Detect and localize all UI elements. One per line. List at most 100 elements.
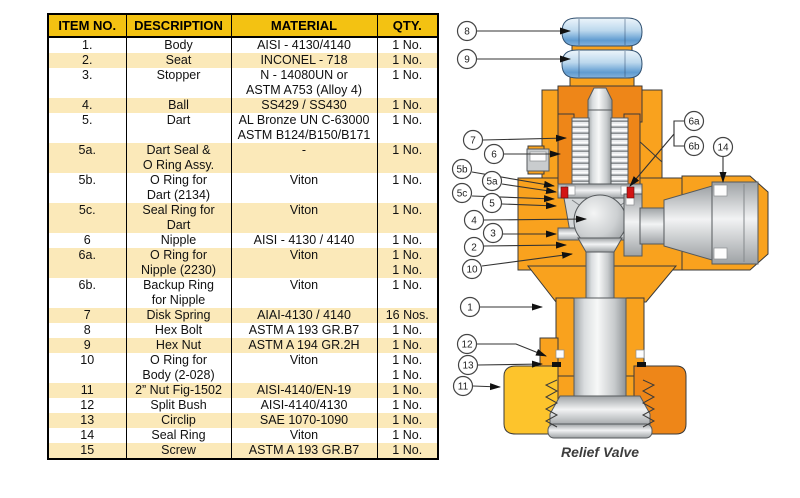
- leader-line: [629, 120, 684, 187]
- thread-left: [544, 379, 559, 428]
- callout-2: 2: [463, 236, 567, 258]
- bush-notch-left: [555, 349, 565, 359]
- bush-notch-right: [635, 349, 645, 359]
- balloon-circle: [457, 354, 479, 376]
- balloon-circle: [459, 296, 481, 318]
- seal-ring-groove-bottom: [713, 247, 728, 260]
- cell-qty: 1 No.1 No.: [376, 248, 438, 278]
- cell-item-no: 6b.: [78, 278, 96, 292]
- balloon-circle: [456, 20, 478, 42]
- balloon-label: 6: [491, 150, 497, 161]
- cell-qty: 1 No.: [376, 443, 438, 459]
- balloon-circle: [481, 192, 503, 214]
- cell-qty: 1 No.: [376, 53, 438, 68]
- seal-ring-groove-top: [713, 184, 728, 197]
- leader-line: [482, 134, 567, 142]
- leader-line: [483, 215, 587, 223]
- cell-material: Viton: [230, 278, 377, 308]
- balloon-label: 3: [490, 229, 496, 240]
- cell-qty: 1 No.1 No.: [376, 353, 438, 383]
- callout-7: 7: [462, 129, 567, 151]
- table-row: 5a.Dart Seal &O Ring Assy.-1 No.: [48, 143, 438, 173]
- cell-material: AISI-4140/4130: [230, 398, 377, 413]
- cell-item-no: 4.: [82, 98, 93, 112]
- cell-qty: 1 No.: [376, 428, 438, 443]
- cell-material: Viton: [230, 428, 377, 443]
- diagram-caption: Relief Valve: [560, 444, 640, 460]
- cell-qty: 1 No.: [376, 323, 438, 338]
- balloon-label: 8: [464, 27, 470, 38]
- col-header-item-no: ITEM NO.: [48, 14, 126, 38]
- cell-qty: 1 No.: [376, 173, 438, 203]
- cell-description: Hex Nut: [125, 338, 231, 353]
- callout-5b: 5b: [451, 158, 555, 188]
- cell-item-no: 3.: [82, 68, 93, 82]
- thread-right: [641, 379, 656, 428]
- cell-material: AISI - 4130/4140: [230, 37, 377, 53]
- balloon-label: 13: [462, 361, 474, 372]
- cell-qty: 1 No.: [376, 98, 438, 113]
- cell-qty: 1 No.: [376, 68, 438, 98]
- cell-item-no: 9: [83, 338, 91, 352]
- internals: [526, 87, 759, 439]
- cell-item-no: 6: [83, 233, 91, 247]
- cell-qty: 1 No.: [376, 413, 438, 428]
- cell-description: Stopper: [125, 68, 231, 98]
- balloon-circle: [456, 48, 478, 70]
- balloon-label: 6b: [688, 142, 700, 153]
- balloon-circle: [451, 158, 473, 180]
- balloon-label: 5: [489, 199, 495, 210]
- cell-item-no: 14: [80, 428, 95, 442]
- cell-material: AIAI-4130 / 4140: [230, 308, 377, 323]
- cell-qty: 1 No.: [376, 113, 438, 143]
- cell-qty: 16 Nos.: [376, 308, 438, 323]
- balloon-circle: [481, 170, 503, 192]
- cell-item-no: 5b.: [78, 173, 96, 187]
- cell-material: Viton: [230, 203, 377, 233]
- balloon-label: 4: [471, 216, 477, 227]
- cell-item-no: 10: [80, 353, 95, 367]
- cell-description: Seat: [125, 53, 231, 68]
- cell-description: Circlip: [125, 413, 231, 428]
- balloon-label: 7: [470, 136, 476, 147]
- balloon-label: 5c: [457, 189, 468, 200]
- callout-6b: 6b: [673, 134, 705, 157]
- callout-13: 13: [457, 354, 543, 376]
- balloon-label: 12: [461, 340, 473, 351]
- balloon-label: 5a: [486, 177, 498, 188]
- balloon-label: 14: [717, 143, 729, 154]
- col-header-qty: QTY.: [376, 14, 438, 38]
- cell-material: Viton: [230, 353, 377, 383]
- balloon-label: 11: [458, 382, 469, 393]
- cell-description: 2” Nut Fig-1502: [125, 383, 231, 398]
- cell-material: Viton: [230, 248, 377, 278]
- leader-line: [673, 134, 684, 147]
- oring-seal-right: [626, 186, 635, 199]
- circlip-left: [552, 362, 561, 367]
- leader-line: [477, 360, 543, 368]
- cell-qty: 1 No.: [376, 233, 438, 248]
- leader-line: [477, 343, 547, 357]
- leader-line: [501, 183, 557, 194]
- callout-14: 14: [712, 136, 734, 183]
- cell-description: Dart: [125, 113, 231, 143]
